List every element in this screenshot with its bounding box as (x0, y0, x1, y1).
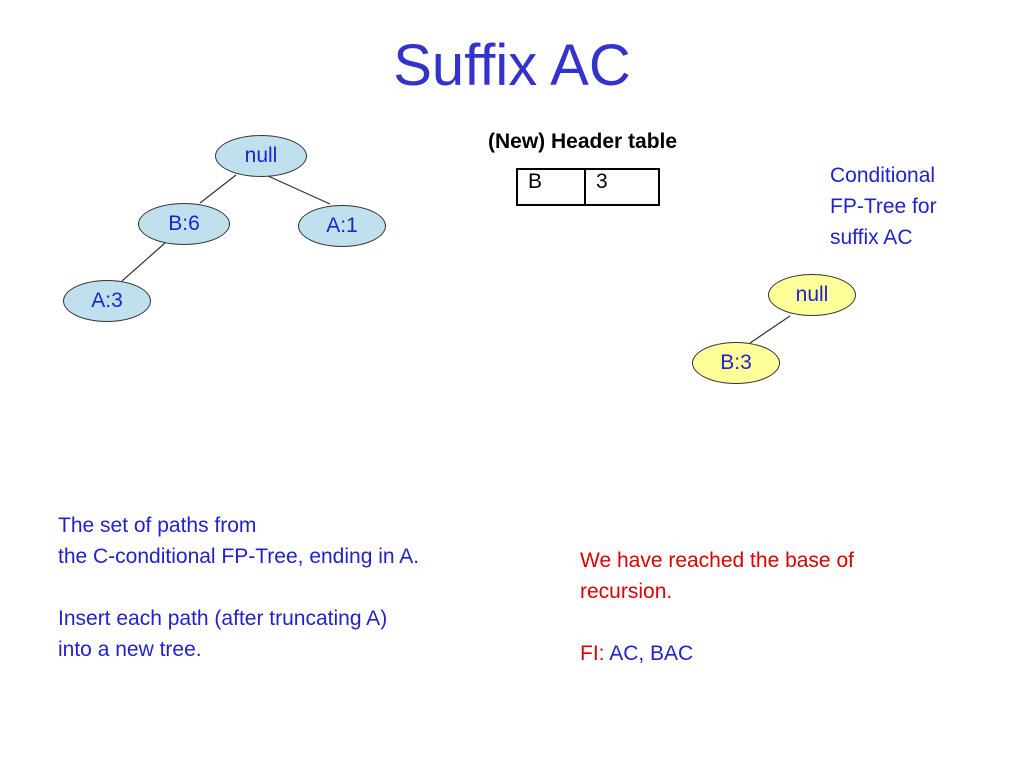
edge-b6-a3 (121, 242, 166, 282)
text-line: recursion. (580, 580, 673, 603)
tree-node-a1: A:1 (298, 205, 386, 247)
text-line: the C-conditional FP-Tree, ending in A. (58, 545, 420, 568)
edge-null-b3 (749, 315, 791, 344)
cond-node-b3: B:3 (692, 342, 780, 384)
page-title: Suffix AC (393, 33, 631, 98)
fi-value: AC, BAC (609, 642, 694, 665)
label-line: suffix AC (830, 226, 913, 249)
label-line: FP-Tree for (830, 195, 937, 218)
conditional-tree-label: Conditional FP-Tree for suffix AC (830, 160, 937, 253)
frequent-itemsets-line: FI: AC, BAC (580, 638, 854, 669)
table-row: B 3 (516, 168, 660, 206)
cond-node-null: null (768, 274, 856, 316)
edge-null-b6 (199, 174, 237, 204)
paths-description: The set of paths from the C-conditional … (58, 510, 419, 665)
fi-label: FI: (580, 642, 605, 665)
result-description: We have reached the base of recursion. F… (580, 545, 854, 669)
text-line (58, 572, 419, 603)
header-count-cell: 3 (584, 168, 660, 206)
tree-node-b6: B:6 (138, 203, 230, 245)
text-line: We have reached the base of (580, 549, 854, 572)
tree-node-a3: A:3 (63, 280, 151, 322)
header-table-title: (New) Header table (488, 130, 678, 153)
header-item-cell: B (516, 168, 586, 206)
text-line: Insert each path (after truncating A) (58, 607, 388, 630)
text-line: The set of paths from (58, 514, 257, 537)
edge-null-a1 (267, 175, 331, 205)
header-table: B 3 (516, 168, 660, 206)
label-line: Conditional (830, 164, 936, 187)
text-line: into a new tree. (58, 638, 202, 661)
tree-node-null: null (215, 135, 307, 177)
